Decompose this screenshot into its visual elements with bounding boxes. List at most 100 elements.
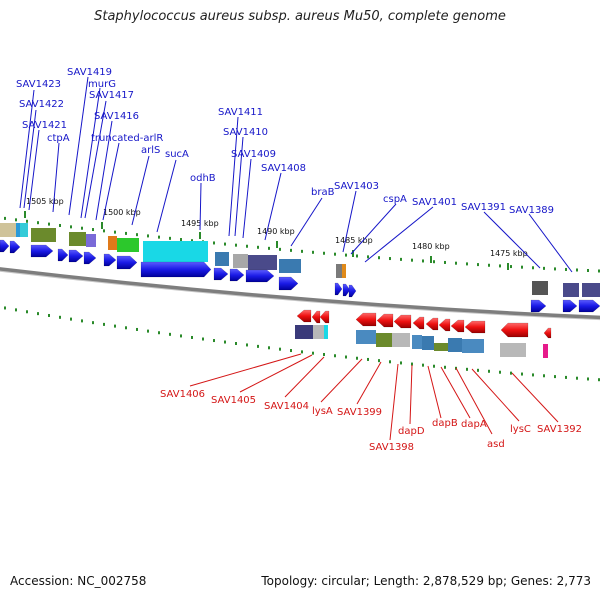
tick-mark (356, 254, 358, 258)
gene-label[interactable]: SAV1411 (218, 107, 263, 118)
tick-mark (169, 236, 171, 240)
tick-mark (301, 249, 303, 253)
tick-mark (59, 223, 61, 227)
gene-label[interactable]: SAV1422 (19, 99, 64, 110)
gene-label[interactable]: SAV1419 (67, 67, 112, 78)
tick-mark (158, 235, 160, 239)
gene-label[interactable]: truncated-arlR (91, 133, 163, 144)
gene-arrow (213, 267, 229, 281)
tick-mark (598, 378, 600, 382)
gene-label[interactable]: odhB (190, 173, 216, 184)
gene-label[interactable]: SAV1401 (412, 197, 457, 208)
plus-strand-genes (0, 239, 600, 313)
major-tick (276, 241, 278, 248)
gene-label[interactable]: SAV1403 (334, 181, 379, 192)
tick-mark (224, 242, 226, 246)
tick-mark (290, 349, 292, 353)
gene-label[interactable]: lysA (312, 406, 333, 417)
major-tick (24, 211, 26, 218)
gene-label[interactable]: dapD (398, 426, 425, 437)
tick-mark (246, 244, 248, 248)
tick-mark (323, 352, 325, 356)
tick-mark (499, 264, 501, 268)
tick-mark (521, 372, 523, 376)
tick-mark (158, 331, 160, 335)
gene-label[interactable]: asd (487, 439, 505, 450)
gene-label[interactable]: SAV1410 (223, 127, 268, 138)
gene-label[interactable]: SAV1404 (264, 401, 309, 412)
gene-label[interactable]: SAV1391 (461, 202, 506, 213)
gene-label[interactable]: SAV1389 (509, 205, 554, 216)
major-tick (101, 222, 103, 229)
gene-arrow (530, 299, 547, 313)
gene-label[interactable]: sucA (165, 149, 189, 160)
gene-label[interactable]: arlS (141, 145, 160, 156)
gene-label[interactable]: SAV1405 (211, 395, 256, 406)
major-tick (507, 263, 509, 270)
tick-mark (213, 241, 215, 245)
scale-label: 1480 kbp (412, 242, 450, 251)
gene-label[interactable]: SAV1399 (337, 407, 382, 418)
tick-mark (180, 238, 182, 242)
tick-mark (147, 234, 149, 238)
tick-mark (147, 329, 149, 333)
gene-label[interactable]: lysC (510, 424, 531, 435)
tick-mark (565, 375, 567, 379)
tick-mark (466, 367, 468, 371)
tick-mark (532, 266, 534, 270)
gene-label[interactable]: dapA (461, 419, 487, 430)
gene-label[interactable]: SAV1392 (537, 424, 582, 435)
tick-mark (367, 255, 369, 259)
tick-mark (37, 312, 39, 316)
tick-mark (92, 321, 94, 325)
gene-label[interactable]: dapB (432, 418, 458, 429)
tick-mark (213, 339, 215, 343)
gene-label[interactable]: ctpA (47, 133, 70, 144)
gene-arrow (562, 299, 578, 313)
tick-mark (70, 225, 72, 229)
gene-arrow (342, 283, 351, 297)
gene-label[interactable]: cspA (383, 194, 407, 205)
tick-mark (543, 374, 545, 378)
gene-label[interactable]: SAV1398 (369, 442, 414, 453)
tick-mark (279, 347, 281, 351)
tick-mark (103, 322, 105, 326)
gene-label[interactable]: murG (88, 79, 116, 90)
tick-mark (92, 228, 94, 232)
tick-mark (4, 306, 6, 310)
plus-leader-lines (19, 76, 573, 273)
tick-mark (378, 256, 380, 260)
gene-label[interactable]: SAV1409 (231, 149, 276, 160)
gene-arrow (30, 244, 54, 258)
genome-backbone (0, 267, 600, 320)
tick-mark (433, 260, 435, 264)
tick-mark (422, 363, 424, 367)
accession-text: Accession: NC_002758 (10, 574, 147, 588)
gene-label[interactable]: SAV1423 (16, 79, 61, 90)
tick-mark (345, 253, 347, 257)
tick-mark (356, 356, 358, 360)
major-tick (352, 250, 354, 257)
minus-gene-labels: SAV1406 SAV1405 SAV1404 lysA SAV1399 SAV… (160, 389, 582, 453)
tick-mark (125, 231, 127, 235)
gene-label[interactable]: SAV1421 (22, 120, 67, 131)
major-tick (430, 256, 432, 263)
gene-arrow (68, 249, 84, 263)
gene-arrow (103, 253, 117, 267)
plus-gene-labels: SAV1423 SAV1422 SAV1421 SAV1419 ctpA mur… (16, 67, 554, 216)
tick-mark (422, 259, 424, 263)
scale-label: 1475 kbp (490, 249, 528, 258)
gene-label[interactable]: SAV1416 (94, 111, 139, 122)
gene-label[interactable]: braB (311, 187, 335, 198)
tick-mark (191, 239, 193, 243)
gene-label[interactable]: SAV1406 (160, 389, 205, 400)
tick-mark (510, 265, 512, 269)
tick-mark (455, 261, 457, 265)
tick-mark (433, 364, 435, 368)
gene-label[interactable]: SAV1408 (261, 163, 306, 174)
tick-mark (15, 218, 17, 222)
gene-label[interactable]: SAV1417 (89, 90, 134, 101)
tick-mark (246, 343, 248, 347)
tick-mark (26, 219, 28, 223)
